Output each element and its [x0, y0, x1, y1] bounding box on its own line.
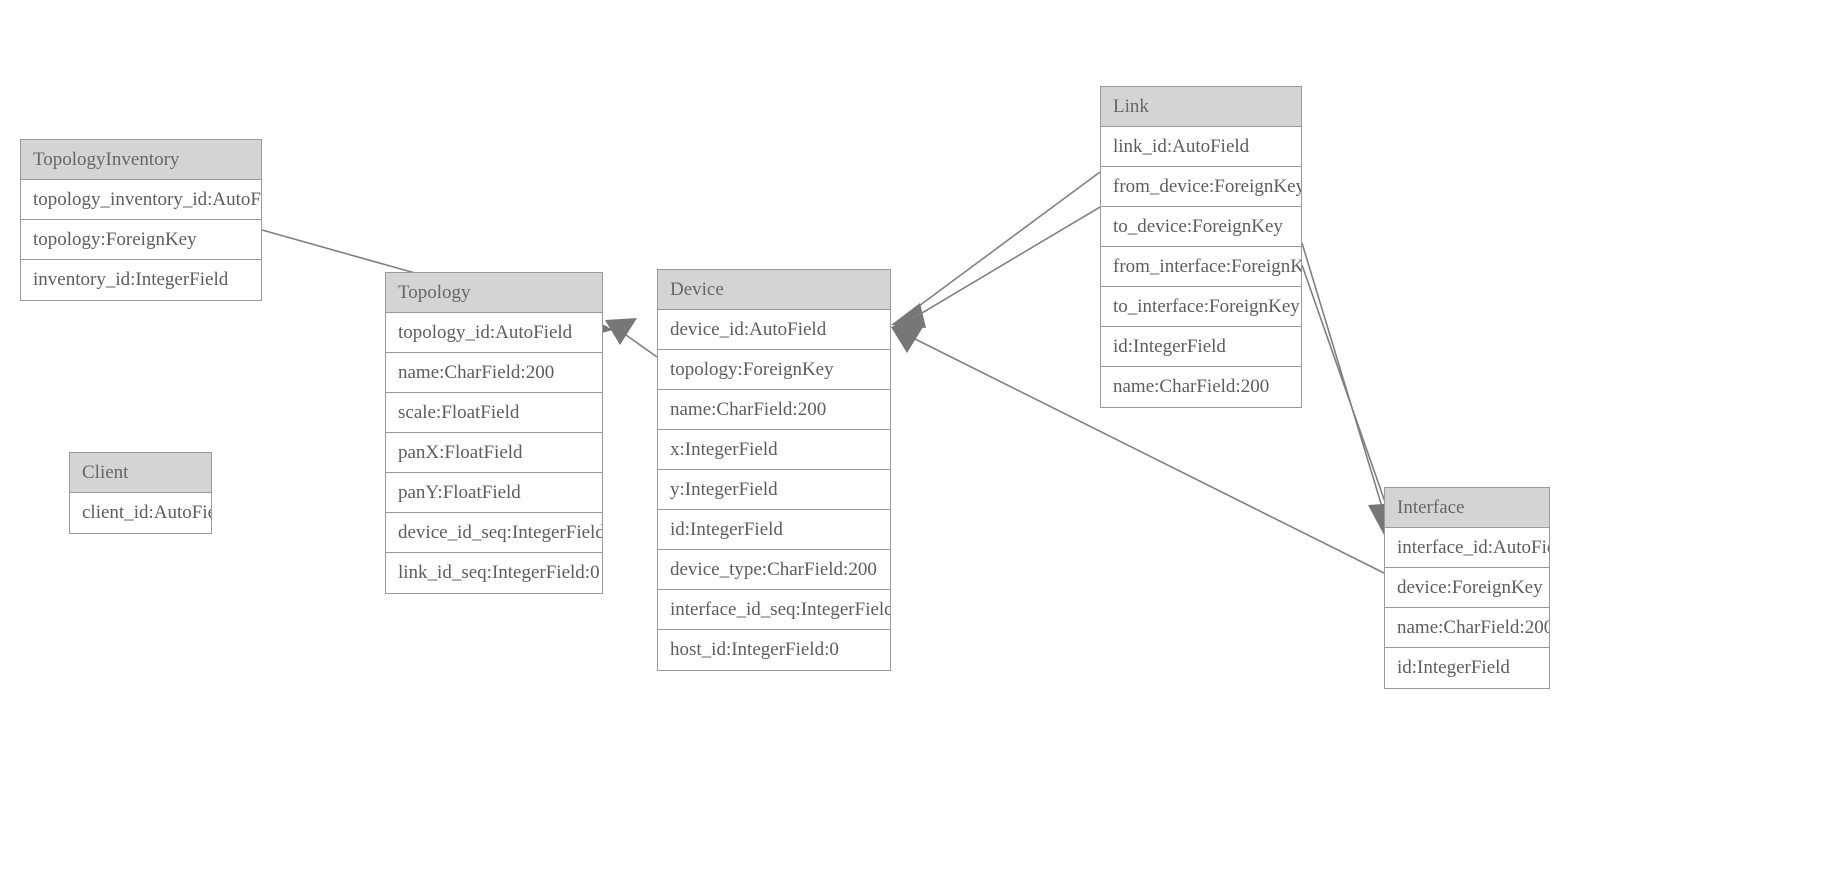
entity-field: link_id_seq:IntegerField:0 [386, 553, 602, 593]
entity-device[interactable]: Device device_id:AutoField topology:Fore… [657, 269, 891, 671]
entity-field: to_device:ForeignKey [1101, 207, 1301, 247]
entity-field: panX:FloatField [386, 433, 602, 473]
entity-field: name:CharField:200 [1101, 367, 1301, 407]
entity-field: topology:ForeignKey [658, 350, 890, 390]
entity-field: x:IntegerField [658, 430, 890, 470]
entity-title: Link [1101, 87, 1301, 127]
entity-field: device_type:CharField:200 [658, 550, 890, 590]
entity-field: inventory_id:IntegerField [21, 260, 261, 300]
entity-field: topology_id:AutoField [386, 313, 602, 353]
entity-title: Topology [386, 273, 602, 313]
entity-topology[interactable]: Topology topology_id:AutoField name:Char… [385, 272, 603, 594]
entity-field: topology_inventory_id:AutoField [21, 180, 261, 220]
entity-field: name:CharField:200 [386, 353, 602, 393]
edge-device-to-topology [605, 318, 658, 358]
entity-title: Interface [1385, 488, 1549, 528]
entity-field: device_id:AutoField [658, 310, 890, 350]
entity-field: id:IntegerField [1101, 327, 1301, 367]
entity-title: Device [658, 270, 890, 310]
entity-field: to_interface:ForeignKey [1101, 287, 1301, 327]
entity-field: id:IntegerField [1385, 648, 1549, 688]
entity-field: name:CharField:200 [658, 390, 890, 430]
edge-link-to-device-to-device [891, 206, 1101, 340]
entity-field: host_id:IntegerField:0 [658, 630, 890, 670]
entity-link[interactable]: Link link_id:AutoField from_device:Forei… [1100, 86, 1302, 408]
entity-field: from_device:ForeignKey [1101, 167, 1301, 207]
entity-field: topology:ForeignKey [21, 220, 261, 260]
entity-field: id:IntegerField [658, 510, 890, 550]
entity-field: interface_id_seq:IntegerField:0 [658, 590, 890, 630]
entity-field: name:CharField:200 [1385, 608, 1549, 648]
entity-field: scale:FloatField [386, 393, 602, 433]
edge-link-to-interface-to-interface [1301, 264, 1397, 535]
entity-interface[interactable]: Interface interface_id:AutoField device:… [1384, 487, 1550, 689]
entity-field: client_id:AutoField [70, 493, 211, 533]
entity-field: panY:FloatField [386, 473, 602, 513]
entity-field: from_interface:ForeignKey [1101, 247, 1301, 287]
entity-title: Client [70, 453, 211, 493]
entity-field: link_id:AutoField [1101, 127, 1301, 167]
entity-topologyinventory[interactable]: TopologyInventory topology_inventory_id:… [20, 139, 262, 301]
entity-field: device:ForeignKey [1385, 568, 1549, 608]
entity-client[interactable]: Client client_id:AutoField [69, 452, 212, 534]
entity-field: interface_id:AutoField [1385, 528, 1549, 568]
entity-field: y:IntegerField [658, 470, 890, 510]
entity-title: TopologyInventory [21, 140, 261, 180]
edge-link-from-interface-to-interface [1301, 242, 1387, 521]
entity-field: device_id_seq:IntegerField:0 [386, 513, 602, 553]
edge-link-from-device-to-device [891, 171, 1101, 328]
